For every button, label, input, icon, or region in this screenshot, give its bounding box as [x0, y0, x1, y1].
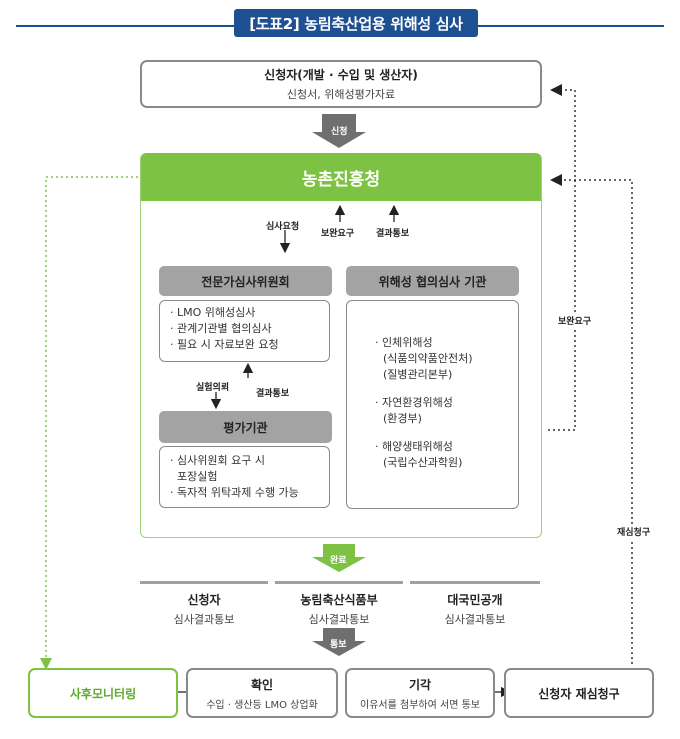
applicant-subtitle: 신청서, 위해성평가자료	[286, 88, 396, 101]
re-review-dotted-path	[550, 174, 633, 664]
diagram-title: [도표2] 농림축산업용 위해성 심사	[234, 9, 478, 37]
review-request-label: 심사요청	[266, 222, 300, 232]
consult-item-org: (국립수산과학원)	[383, 456, 463, 469]
expert-committee-header: 전문가심사위원회	[159, 266, 332, 296]
supplement-request-label: 보완요구	[321, 229, 355, 239]
consult-agency-header: 위해성 협의심사 기관	[346, 266, 519, 296]
complete-label: 완료	[330, 556, 347, 566]
outcome-bar	[275, 581, 403, 584]
committee-result-label: 결과통보	[256, 389, 290, 399]
monitoring-box: 사후모니터링	[28, 668, 178, 718]
supplement-dotted-path	[548, 84, 576, 431]
outcome-applicant: 신청자 심사결과통보	[140, 591, 268, 627]
consult-item-org: (식품의약품안전처)	[383, 352, 473, 365]
evaluation-item: 포장실험	[170, 470, 218, 483]
monitoring-title: 사후모니터링	[69, 686, 137, 701]
rejection-box: 기각 이유서를 첨부하여 서면 통보	[345, 668, 495, 718]
outcome-ministry: 농림축산식품부 심사결과통보	[275, 591, 403, 627]
evaluation-item: · 심사위원회 요구 시	[170, 454, 265, 467]
result-notice-label: 결과통보	[376, 229, 410, 239]
apply-arrow	[312, 114, 366, 148]
evaluation-agency-list: · 심사위원회 요구 시 포장실험 · 독자적 위탁과제 수행 가능	[159, 446, 330, 508]
outcome-title: 신청자	[187, 593, 221, 607]
outcome-subtitle: 심사결과통보	[173, 613, 235, 626]
expert-item: · 관계기관별 협의심사	[170, 322, 272, 335]
rejection-title: 기각	[408, 677, 432, 692]
monitoring-dotted-path	[40, 176, 138, 670]
rda-header: 농촌진흥청	[141, 153, 541, 201]
outcome-public: 대국민공개 심사결과통보	[410, 591, 540, 627]
outcome-title: 대국민공개	[447, 593, 503, 607]
consult-item-name: · 인체위해성	[375, 336, 433, 349]
approval-box: 확인 수입 · 생산등 LMO 상업화	[186, 668, 338, 718]
outcome-bar	[410, 581, 540, 584]
evaluation-item: · 독자적 위탁과제 수행 가능	[170, 486, 299, 499]
consult-item-name: · 자연환경위해성	[375, 396, 453, 409]
approval-title: 확인	[250, 677, 274, 692]
outcome-subtitle: 심사결과통보	[308, 613, 370, 626]
notice-arrow	[312, 628, 366, 656]
apply-label: 신청	[331, 127, 348, 137]
side-supplement-label: 보완요구	[556, 313, 594, 328]
consult-agency-list: · 인체위해성 (식품의약품안전처) (질병관리본부) · 자연환경위해성 (환…	[346, 300, 519, 509]
side-re-review-label: 재심청구	[615, 524, 653, 539]
expert-item: · 필요 시 자료보완 요청	[170, 338, 279, 351]
expert-committee-list: · LMO 위해성심사 · 관계기관별 협의심사 · 필요 시 자료보완 요청	[159, 300, 330, 362]
applicant-title: 신청자(개발 · 수입 및 생산자)	[264, 68, 418, 82]
outcome-title: 농림축산식품부	[300, 593, 378, 607]
approval-subtitle: 수입 · 생산등 LMO 상업화	[206, 699, 318, 711]
outcome-subtitle: 심사결과통보	[444, 613, 506, 626]
outcome-bar	[140, 581, 268, 584]
consult-item-name: · 해양생태위해성	[375, 440, 453, 453]
consult-item-org: (질병관리본부)	[383, 368, 453, 381]
rejection-subtitle: 이유서를 첨부하여 서면 통보	[360, 699, 480, 711]
evaluation-agency-header: 평가기관	[159, 411, 332, 443]
notice-label: 통보	[330, 640, 347, 650]
consult-item-org: (환경부)	[383, 412, 422, 425]
applicant-box: 신청자(개발 · 수입 및 생산자) 신청서, 위해성평가자료	[140, 60, 542, 108]
expert-item: · LMO 위해성심사	[170, 306, 256, 319]
experiment-request-label: 실험의뢰	[196, 383, 230, 393]
appeal-title: 신청자 재심청구	[538, 686, 620, 701]
appeal-box: 신청자 재심청구	[504, 668, 654, 718]
complete-arrow	[312, 544, 366, 572]
